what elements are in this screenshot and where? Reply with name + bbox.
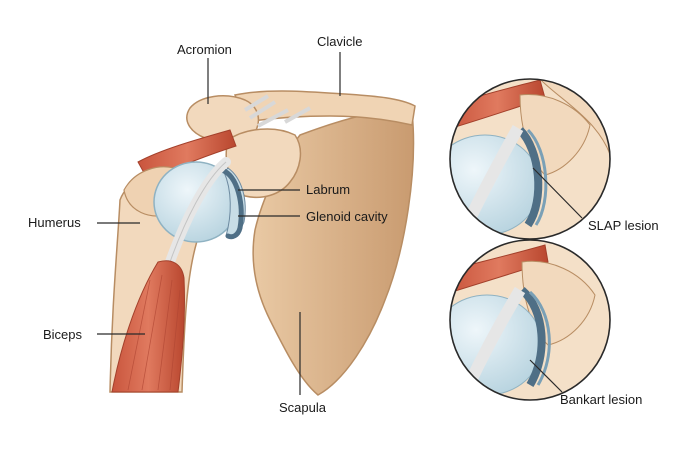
biceps-muscle xyxy=(111,260,186,393)
label-humerus: Humerus xyxy=(28,215,81,230)
leader-bankart xyxy=(529,359,563,393)
label-clavicle: Clavicle xyxy=(317,34,363,49)
biceps-tendon-edge xyxy=(169,161,227,263)
label-scapula: Scapula xyxy=(279,400,327,415)
label-bankart-lesion: Bankart lesion xyxy=(560,392,642,407)
biceps-striations xyxy=(127,274,181,391)
labrum-ring xyxy=(219,167,244,240)
main-shoulder-illustration xyxy=(109,90,416,396)
leader-slap xyxy=(532,167,583,219)
inset-slap-lesion xyxy=(449,78,611,240)
label-glenoid-cavity: Glenoid cavity xyxy=(306,209,388,224)
ligaments xyxy=(243,94,311,128)
label-acromion: Acromion xyxy=(177,42,232,57)
label-slap-lesion: SLAP lesion xyxy=(588,218,659,233)
label-labrum: Labrum xyxy=(306,182,350,197)
inset-bankart-lesion xyxy=(449,239,611,401)
label-biceps: Biceps xyxy=(43,327,83,342)
leader-lines xyxy=(97,52,583,395)
